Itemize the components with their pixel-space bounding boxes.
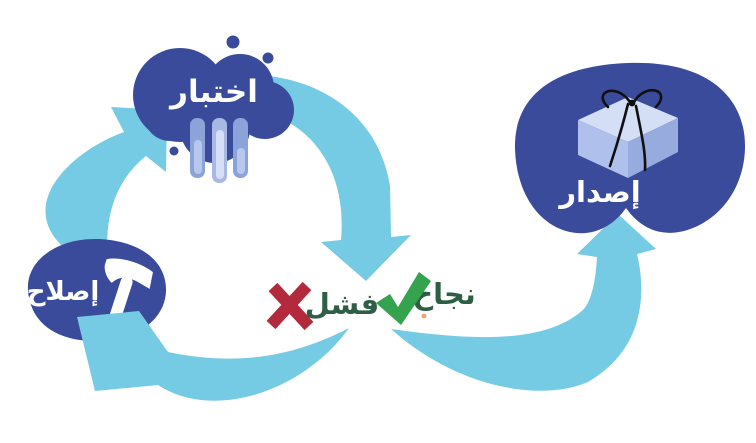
fix-node-label: إصلاح — [27, 277, 100, 307]
failure-label: فشل — [305, 287, 379, 321]
arrow-test-to-decision — [266, 76, 411, 281]
test-cloud-blob — [133, 48, 294, 163]
gift-box-icon — [578, 88, 678, 178]
dot-bottom-left — [169, 146, 179, 156]
release-node: إصدار — [514, 62, 746, 234]
ribbon-knot — [628, 99, 636, 107]
ribbon-bow — [601, 88, 663, 172]
arrow-failure-to-fix — [77, 311, 349, 401]
dot-top — [226, 35, 240, 49]
arrow-success-to-release — [391, 214, 656, 391]
checkmark-icon — [376, 272, 431, 325]
decorative-dots — [169, 35, 274, 156]
test-node-label: اختبار — [168, 74, 258, 110]
orange-speck — [421, 313, 427, 319]
test-tubes-icon — [190, 118, 248, 183]
dot-right — [262, 52, 274, 64]
test-node: اختبار — [133, 35, 294, 183]
decision-group: نجاح فشل — [266, 272, 476, 331]
hammer-icon — [104, 258, 153, 321]
release-node-label: إصدار — [557, 175, 640, 210]
arrow-fix-to-test — [45, 107, 167, 262]
x-mark-icon — [266, 281, 314, 331]
